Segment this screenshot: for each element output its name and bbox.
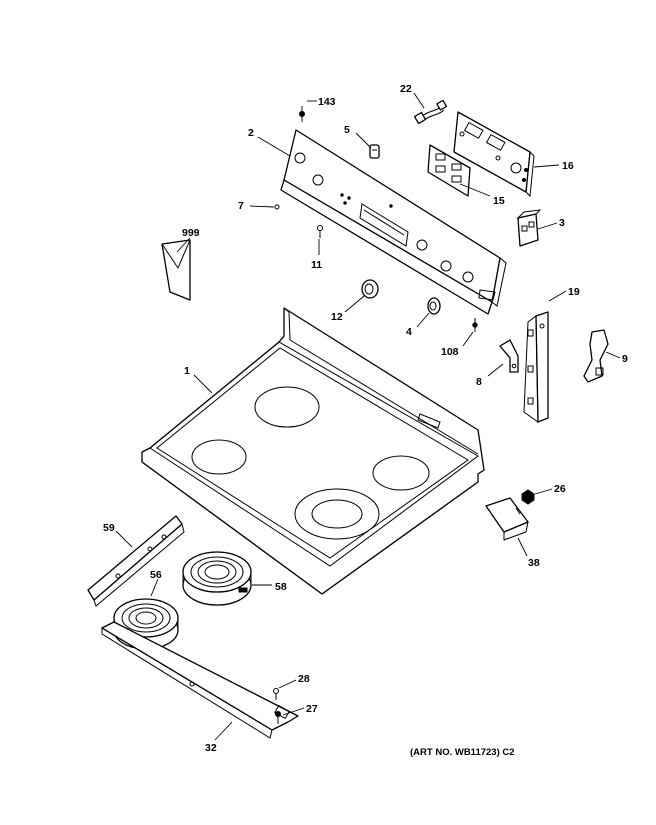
screw-28 xyxy=(273,688,279,700)
side-bracket-19 xyxy=(523,311,549,423)
callout-9: 9 xyxy=(622,353,628,365)
callout-11: 11 xyxy=(311,259,322,271)
callout-19: 19 xyxy=(568,286,580,298)
cooktop-main-top xyxy=(141,307,485,595)
bracket-8 xyxy=(499,339,519,373)
screw-108 xyxy=(472,318,478,332)
callout-58: 58 xyxy=(275,581,287,593)
callout-16: 16 xyxy=(562,160,574,172)
callout-108: 108 xyxy=(441,346,459,358)
pan-support-32 xyxy=(101,621,299,739)
callout-38: 38 xyxy=(528,557,540,569)
callout-22: 22 xyxy=(400,83,412,95)
terminal-block-3 xyxy=(516,209,542,247)
callout-4: 4 xyxy=(406,326,412,338)
touchpad-overlay-15 xyxy=(427,144,471,197)
callout-28: 28 xyxy=(298,673,310,685)
callout-59: 59 xyxy=(103,522,115,534)
callout-labels: 143 22 2 5 16 15 7 3 999 11 19 12 4 108 … xyxy=(103,83,628,754)
control-panel-backguard xyxy=(280,129,507,315)
callout-143: 143 xyxy=(318,96,336,108)
callout-1: 1 xyxy=(184,365,190,377)
knob-12 xyxy=(361,279,379,299)
end-cap-9 xyxy=(583,329,609,383)
callout-56: 56 xyxy=(150,569,162,581)
surface-element-58 xyxy=(182,551,252,606)
screw-143 xyxy=(299,106,305,122)
callout-12: 12 xyxy=(331,311,343,323)
knob-4 xyxy=(427,297,441,315)
leader-lines xyxy=(115,92,621,741)
art-number: (ART NO. WB11723) C2 xyxy=(410,747,515,758)
callout-7: 7 xyxy=(238,200,244,212)
callout-5: 5 xyxy=(344,124,350,136)
block-38 xyxy=(485,497,529,541)
side-rail-59 xyxy=(87,515,185,607)
callout-3: 3 xyxy=(559,217,565,229)
screw-7 xyxy=(274,204,280,210)
callout-27: 27 xyxy=(306,703,318,715)
wire-harness-22 xyxy=(413,99,448,125)
spring-26 xyxy=(521,489,535,505)
control-board-16 xyxy=(453,111,535,198)
callout-999: 999 xyxy=(182,227,200,239)
callout-8: 8 xyxy=(476,376,482,388)
callout-26: 26 xyxy=(554,483,566,495)
screw-11 xyxy=(317,225,323,238)
callout-2: 2 xyxy=(248,127,254,139)
literature-999 xyxy=(161,239,191,301)
clip-5 xyxy=(369,144,380,159)
callout-32: 32 xyxy=(205,742,217,754)
screw-27 xyxy=(275,711,281,724)
callout-15: 15 xyxy=(493,195,505,207)
